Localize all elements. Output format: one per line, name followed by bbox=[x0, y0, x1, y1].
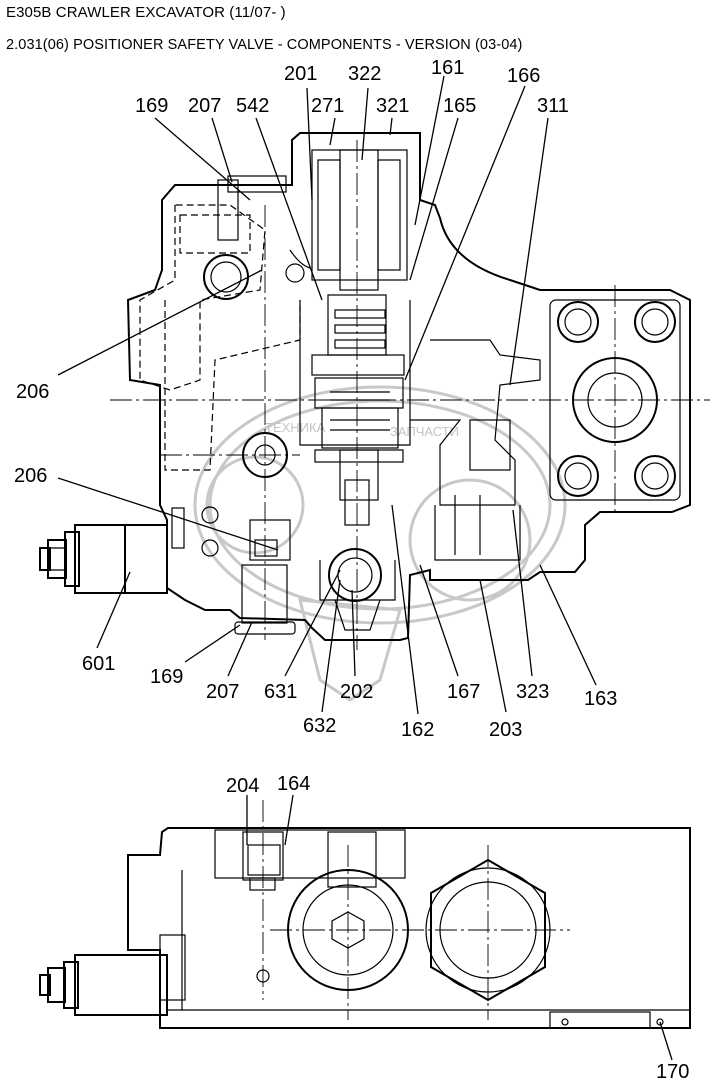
callout-542: 542 bbox=[236, 95, 269, 117]
callout-169-top: 169 bbox=[135, 95, 168, 117]
watermark-logo: ТЕХНИКА ЗАПЧАСТИ bbox=[193, 385, 567, 702]
callout-203: 203 bbox=[489, 719, 522, 741]
valve-top-view bbox=[39, 132, 710, 650]
callout-201: 201 bbox=[284, 63, 317, 85]
callout-271: 271 bbox=[311, 95, 344, 117]
callout-321: 321 bbox=[376, 95, 409, 117]
callout-163: 163 bbox=[584, 688, 617, 710]
callout-labels: 201 322 161 166 169 207 542 271 321 165 … bbox=[14, 57, 689, 1083]
callout-162: 162 bbox=[401, 719, 434, 741]
callout-207-bottom: 207 bbox=[206, 681, 239, 703]
callout-204: 204 bbox=[226, 775, 259, 797]
callout-632: 632 bbox=[303, 715, 336, 737]
callout-207-top: 207 bbox=[188, 95, 221, 117]
leader-lines bbox=[57, 75, 673, 1061]
callout-165: 165 bbox=[443, 95, 476, 117]
callout-202: 202 bbox=[340, 681, 373, 703]
callout-166: 166 bbox=[507, 65, 540, 87]
diagram-title: E305B CRAWLER EXCAVATOR (11/07- ) bbox=[6, 4, 286, 21]
callout-323: 323 bbox=[516, 681, 549, 703]
callout-161: 161 bbox=[431, 57, 464, 79]
valve-side-view bbox=[39, 800, 691, 1029]
callout-164: 164 bbox=[277, 773, 310, 795]
callout-169-bottom: 169 bbox=[150, 666, 183, 688]
diagram-subtitle: 2.031(06) POSITIONER SAFETY VALVE - COMP… bbox=[6, 37, 523, 53]
callout-167: 167 bbox=[447, 681, 480, 703]
callout-206-upper: 206 bbox=[16, 381, 49, 403]
callout-311: 311 bbox=[537, 95, 569, 117]
callout-631: 631 bbox=[264, 681, 297, 703]
callout-601: 601 bbox=[82, 653, 115, 675]
watermark-text-left: ТЕХНИКА bbox=[265, 420, 326, 435]
callout-170: 170 bbox=[656, 1061, 689, 1083]
callout-206-lower: 206 bbox=[14, 465, 47, 487]
watermark-text-right: ЗАПЧАСТИ bbox=[390, 424, 459, 439]
callout-322: 322 bbox=[348, 63, 381, 85]
